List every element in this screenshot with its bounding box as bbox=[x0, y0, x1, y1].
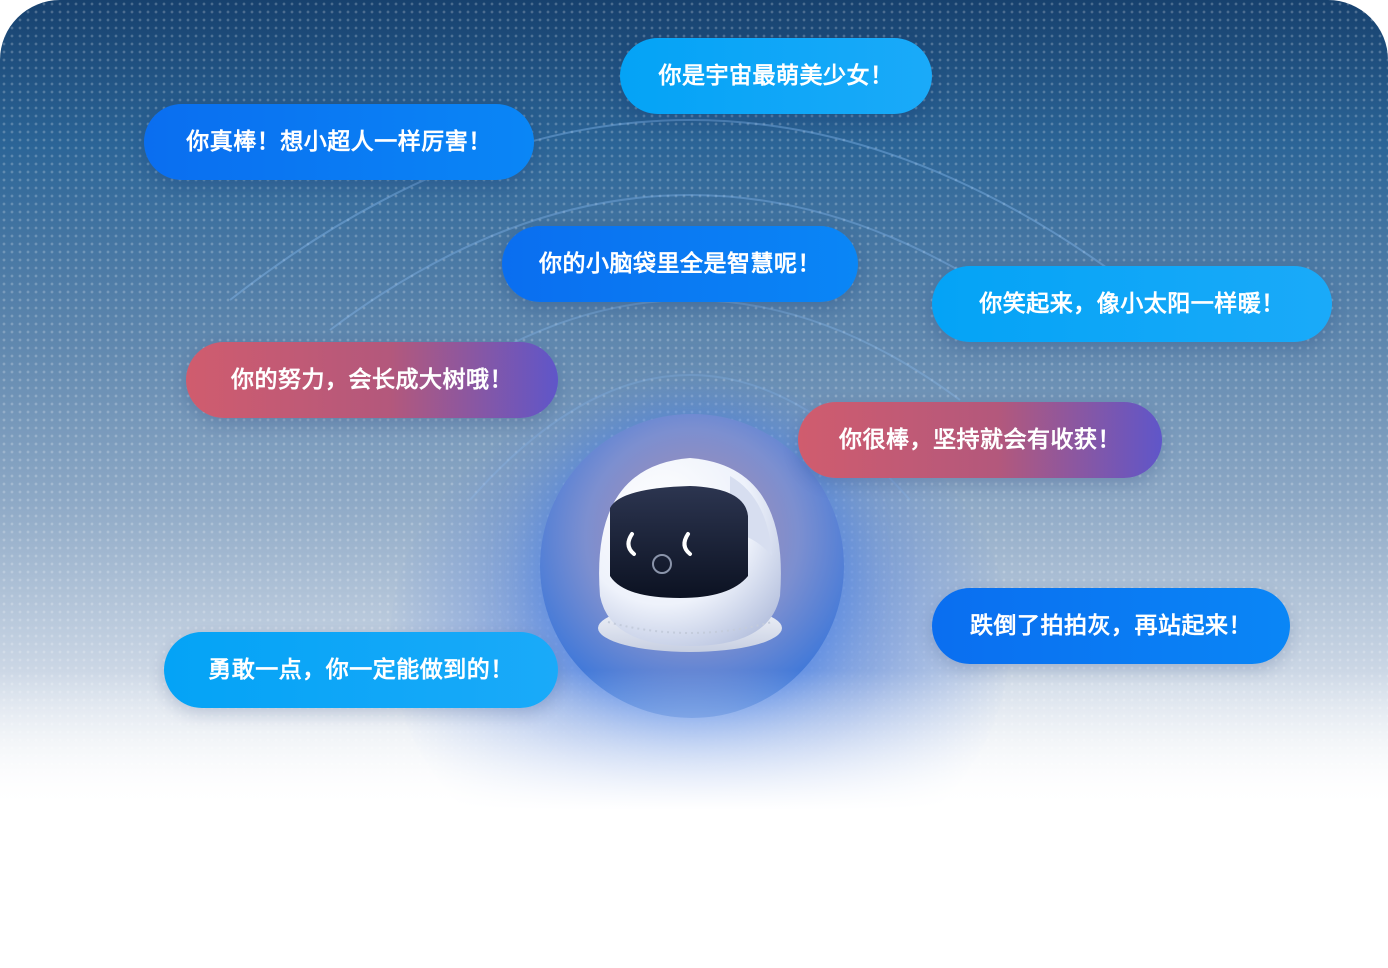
praise-bubble-effort: 你的努力，会长成大树哦！ bbox=[186, 342, 558, 418]
praise-bubble-cute: 你是宇宙最萌美少女！ bbox=[620, 38, 932, 114]
praise-bubble-superman: 你真棒！想小超人一样厉害！ bbox=[144, 104, 534, 180]
praise-bubble-getup: 跌倒了拍拍灰，再站起来！ bbox=[932, 588, 1290, 664]
praise-bubble-sunshine: 你笑起来，像小太阳一样暖！ bbox=[932, 266, 1332, 342]
praise-bubble-wisdom: 你的小脑袋里全是智慧呢！ bbox=[502, 226, 858, 302]
praise-bubble-persist: 你很棒，坚持就会有收获！ bbox=[798, 402, 1162, 478]
praise-bubble-brave: 勇敢一点，你一定能做到的！ bbox=[164, 632, 558, 708]
robot-icon bbox=[598, 458, 782, 652]
